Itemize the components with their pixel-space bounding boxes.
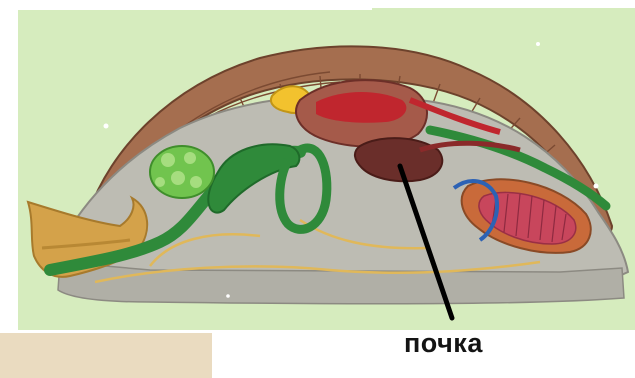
left-margin	[0, 12, 18, 332]
digestive-gland	[150, 146, 214, 198]
heart	[296, 80, 427, 146]
bottom-left-tab	[0, 333, 212, 378]
top-strip	[0, 0, 372, 10]
kidney-label: почка	[404, 328, 483, 359]
